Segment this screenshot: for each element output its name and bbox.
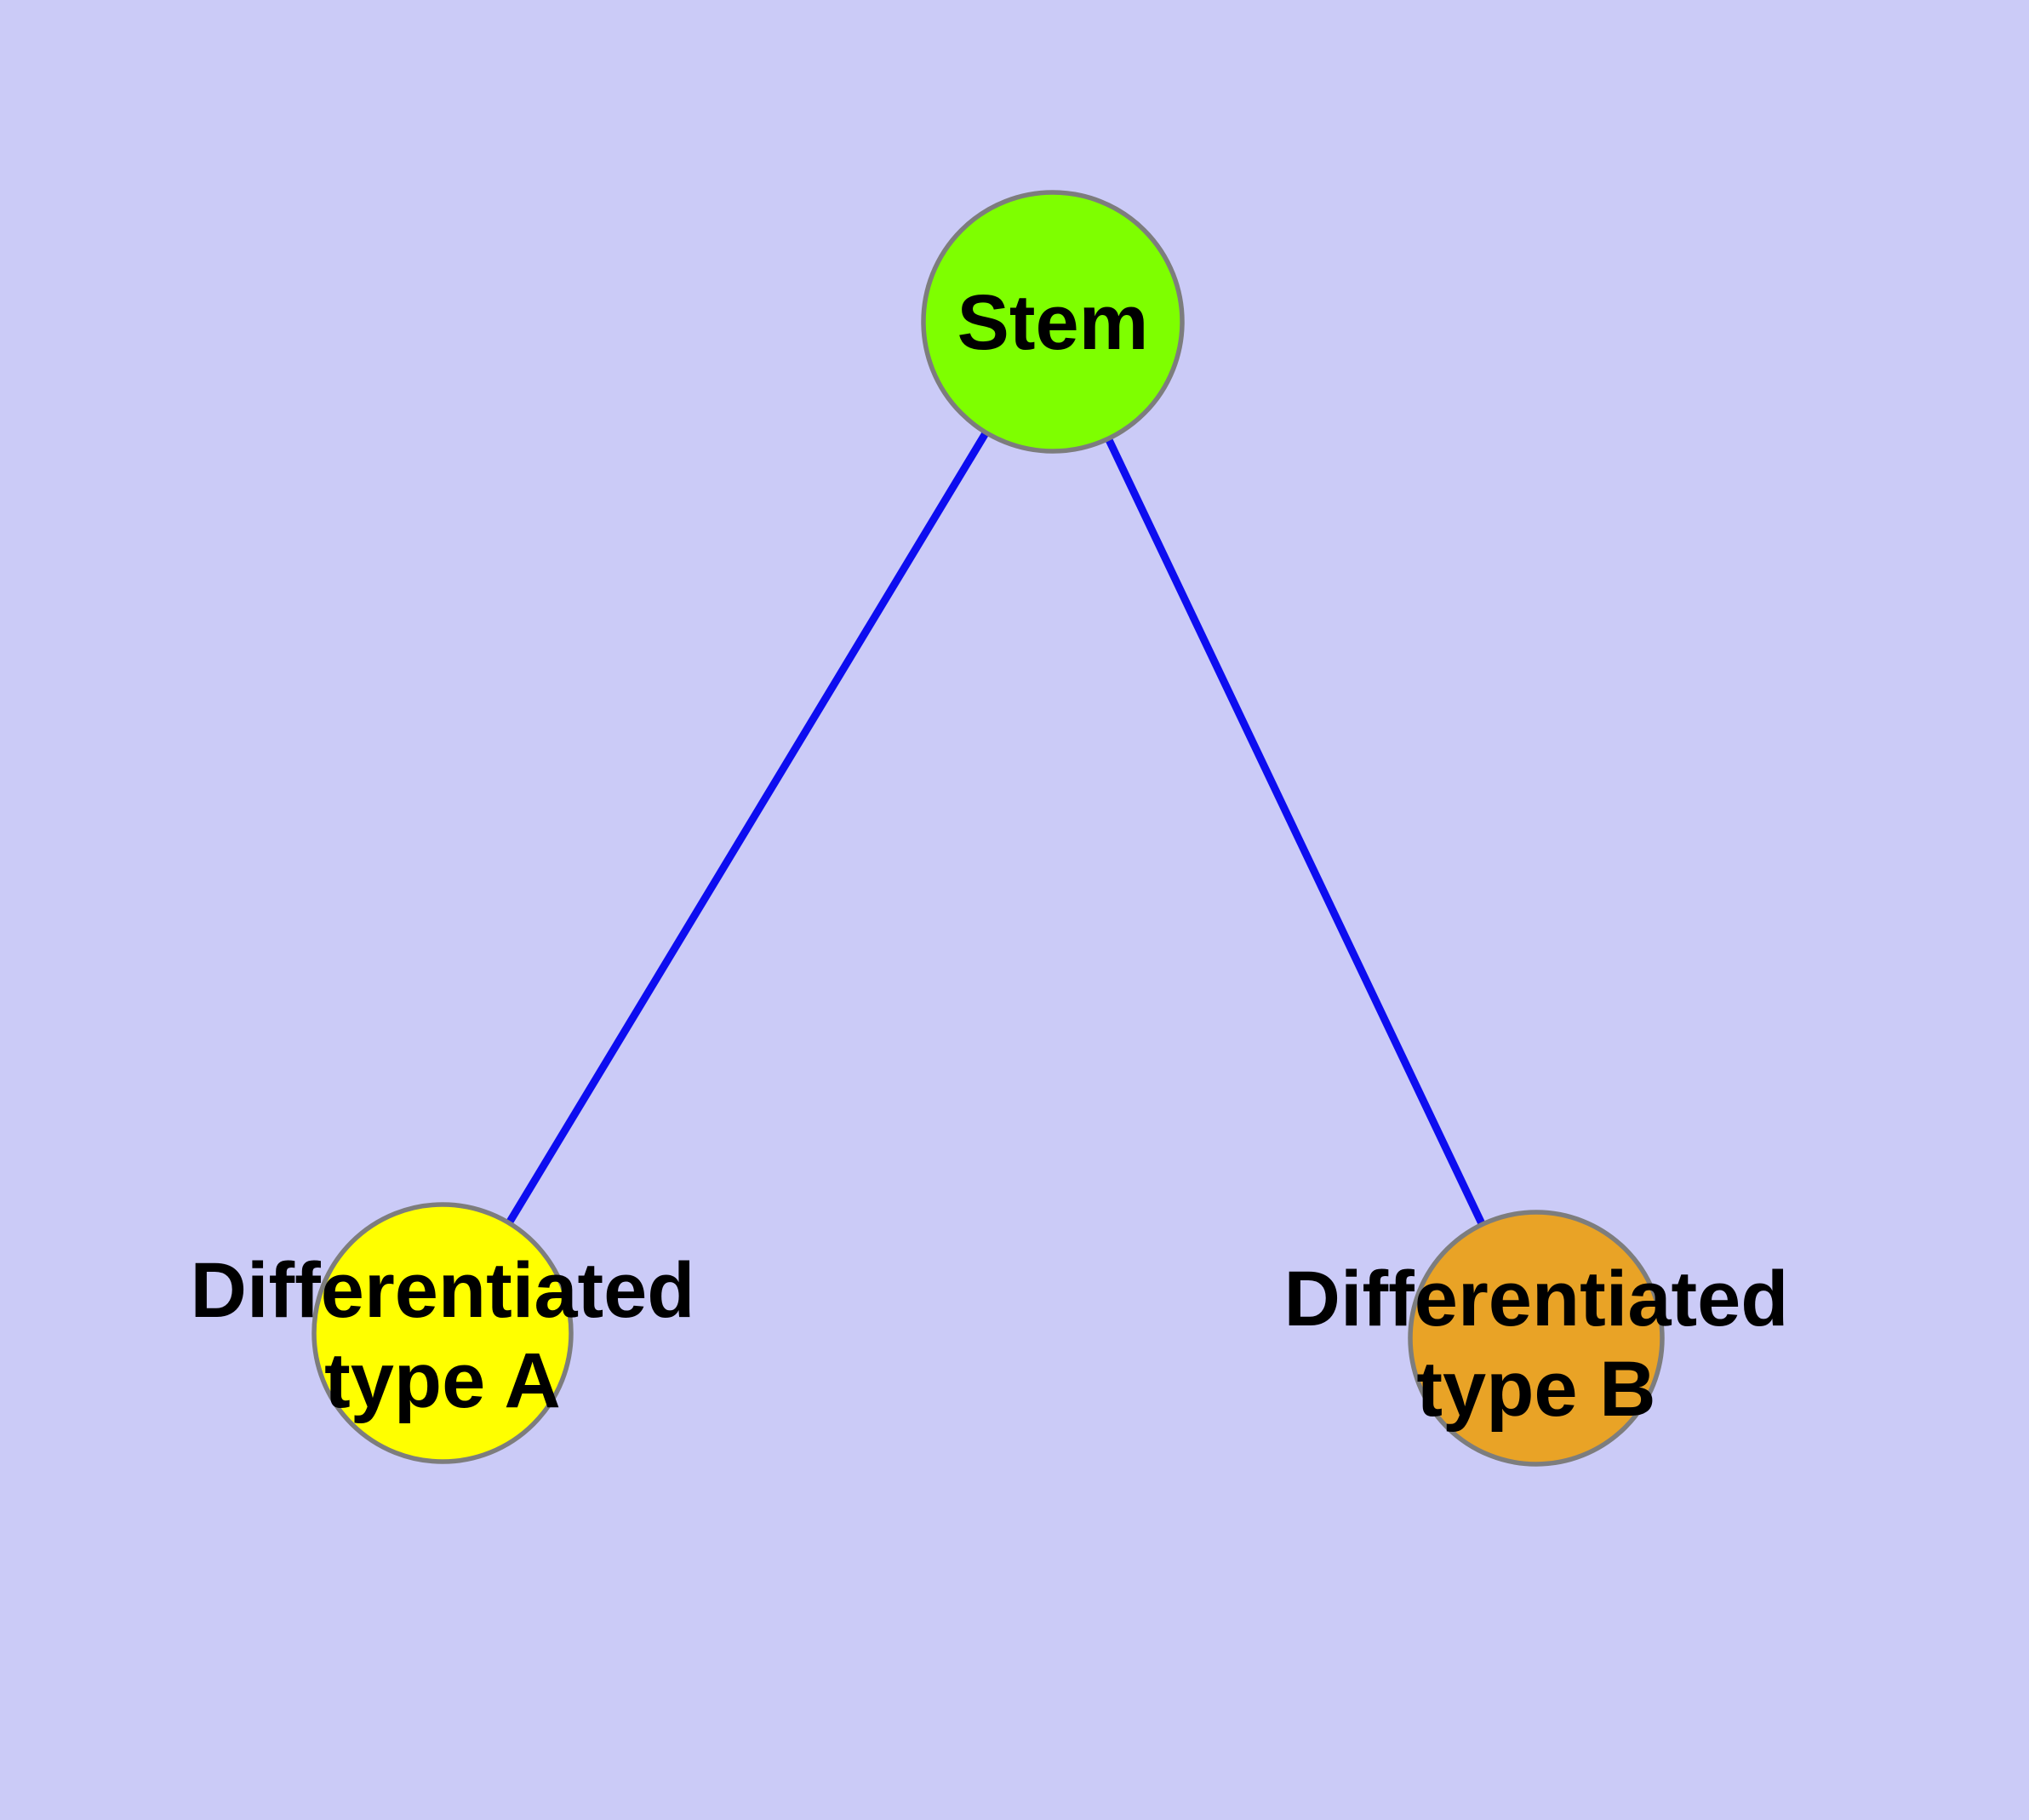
node-type-a-label-line2: type A <box>324 1337 561 1424</box>
node-type-b-label-line1: Differentiated <box>1284 1256 1789 1342</box>
node-type-a-circle <box>311 1202 574 1464</box>
node-stem-circle <box>921 190 1185 454</box>
node-stem: Stem <box>921 190 1185 454</box>
node-type-b-circle <box>1408 1210 1665 1467</box>
edge-stem-to-type-b <box>1049 320 1540 1340</box>
node-type-b: Differentiated type B <box>1284 1210 1789 1467</box>
node-stem-label: Stem <box>957 279 1149 366</box>
node-type-a-label-line1: Differentiated <box>191 1247 695 1334</box>
node-type-a: Differentiated type A <box>191 1202 695 1464</box>
node-type-b-label-line2: type B <box>1416 1346 1655 1433</box>
edge-stem-to-type-a <box>439 319 1056 1336</box>
